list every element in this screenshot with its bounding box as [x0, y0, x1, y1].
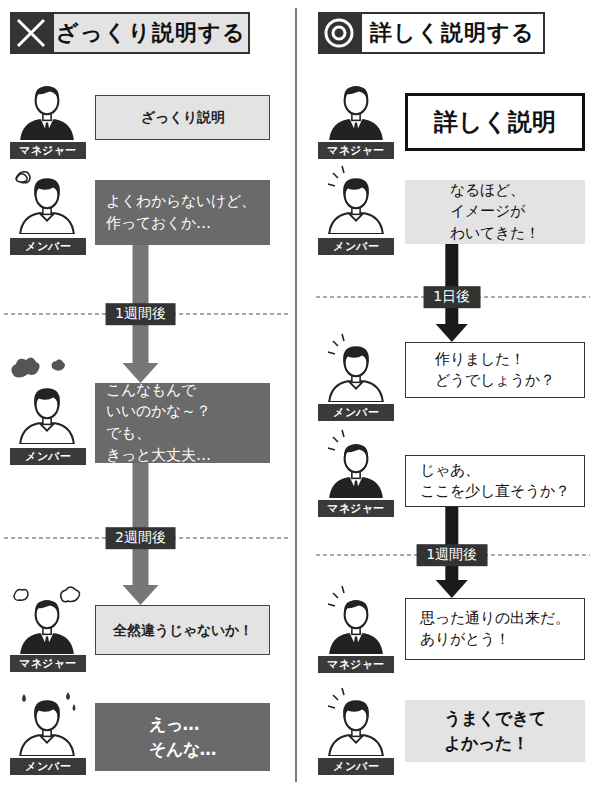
role-label: メンバー: [318, 758, 394, 775]
column-header: ざっくり説明する: [52, 12, 250, 54]
speech-box: 思った通りの出来だ。 ありがとう！: [405, 598, 585, 660]
speech-box: ざっくり説明: [95, 95, 270, 140]
speech-box: 全然違うじゃないか！: [95, 605, 270, 655]
speech-box: こんなもんで いいのかな～？ でも、きっと大丈夫…: [95, 383, 270, 463]
manager-icon: [329, 600, 383, 654]
steam-puff: [52, 359, 66, 371]
member-icon: [20, 700, 74, 756]
speech-box: 詳しく説明: [405, 93, 585, 151]
elapsed-time-label: 2週間後: [105, 527, 176, 549]
speech-box: 作りました！ どうでしょうか？: [405, 342, 585, 398]
sparkle-lines: [328, 688, 344, 708]
elapsed-time-label: 1週間後: [416, 544, 487, 566]
node-text: メンバー: [333, 240, 379, 253]
anger-puff: [14, 590, 28, 601]
steam-puff: [11, 357, 39, 377]
manager-icon: [20, 600, 74, 654]
node-text: えっ…そんな…: [149, 712, 217, 761]
member-icon: [329, 700, 383, 756]
cross-mark: [18, 20, 44, 46]
node-text: こんなもんで いいのかな～？ でも、きっと大丈夫…: [106, 380, 211, 467]
role-label: メンバー: [318, 238, 394, 255]
node-text: メンバー: [25, 240, 71, 253]
sparkle-lines: [328, 430, 344, 450]
role-label: メンバー: [10, 448, 86, 465]
speech-box: えっ…そんな…: [95, 703, 270, 771]
sweat-drop: [73, 704, 76, 711]
speech-box: よくわからないけど、 作っておくか…: [95, 180, 270, 245]
node-text: 作りました！ どうでしょうか？: [435, 349, 555, 391]
node-text: メンバー: [25, 450, 71, 463]
node-text: うまくできて よかった！: [444, 706, 546, 755]
node-text: 全然違うじゃないか！: [113, 620, 253, 640]
role-label: メンバー: [10, 238, 86, 255]
member-icon: [20, 388, 74, 444]
confusion-scribble: [16, 172, 30, 183]
role-label: マネジャー: [318, 656, 394, 673]
sparkle-lines: [328, 586, 344, 606]
node-text: マネジャー: [327, 144, 385, 157]
role-label: マネジャー: [318, 500, 394, 517]
member-icon: [329, 178, 383, 234]
sparkle-lines: [328, 334, 344, 354]
double-circle-inner: [333, 27, 345, 39]
node-text: よくわからないけど、 作っておくか…: [106, 191, 256, 235]
elapsed-time-label: 1日後: [423, 286, 480, 308]
speech-box: なるほど、イメージが わいてきた！: [405, 180, 585, 244]
sweat-drop: [22, 694, 26, 702]
node-text: マネジャー: [19, 657, 77, 670]
manager-icon: [20, 86, 74, 140]
member-icon: [20, 178, 74, 234]
anger-puff: [61, 587, 80, 602]
node-text: メンバー: [333, 406, 379, 419]
role-label: マネジャー: [10, 142, 86, 159]
cross-icon-box: [10, 12, 52, 54]
sweat-drop: [66, 692, 70, 700]
speech-box: うまくできて よかった！: [405, 700, 585, 762]
column-divider: [295, 8, 297, 782]
node-text: マネジャー: [327, 502, 385, 515]
node-text: 詳しく説明: [434, 105, 556, 140]
node-text: メンバー: [333, 760, 379, 773]
role-label: メンバー: [10, 758, 86, 775]
manager-icon: [329, 86, 383, 140]
double-circle-icon-box: [318, 12, 360, 54]
node-text: 思った通りの出来だ。 ありがとう！: [420, 608, 570, 650]
node-text: マネジャー: [327, 658, 385, 671]
time-arrow: [133, 463, 149, 585]
speech-box: じゃあ、 ここを少し直そうか？: [405, 455, 585, 507]
column-header: 詳しく説明する: [360, 12, 545, 54]
node-text: なるほど、イメージが わいてきた！: [450, 180, 540, 243]
node-text: じゃあ、 ここを少し直そうか？: [420, 460, 570, 502]
node-text: マネジャー: [19, 144, 77, 157]
elapsed-time-label: 1週間後: [105, 303, 176, 325]
role-label: メンバー: [318, 404, 394, 421]
manager-icon: [329, 444, 383, 498]
double-circle-outer: [326, 20, 352, 46]
node-text: ざっくり説明する: [56, 17, 246, 49]
role-label: マネジャー: [10, 655, 86, 672]
member-icon: [329, 346, 383, 402]
sparkle-lines: [328, 166, 344, 186]
node-text: 詳しく説明する: [370, 17, 535, 49]
role-label: マネジャー: [318, 142, 394, 159]
node-text: ざっくり説明: [141, 107, 225, 127]
node-text: メンバー: [25, 760, 71, 773]
time-arrow: [445, 244, 458, 324]
